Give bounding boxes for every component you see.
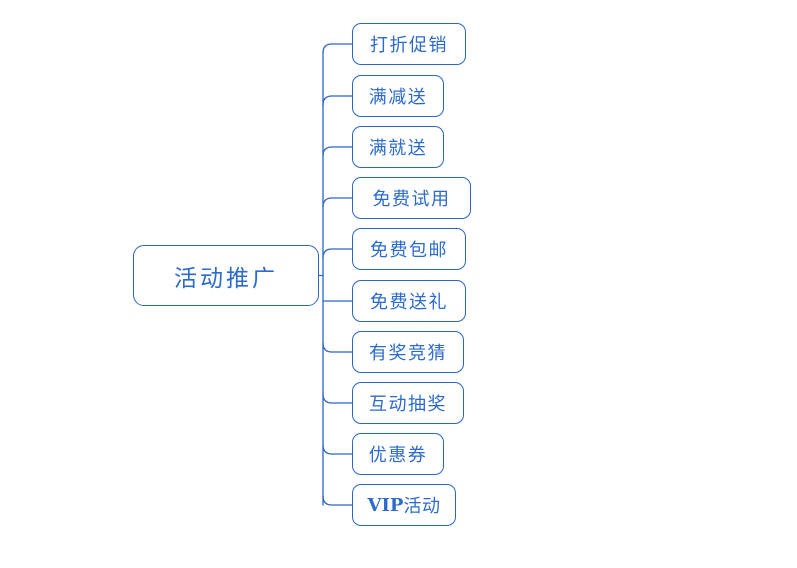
child-node-8-label: 互动抽奖	[369, 394, 447, 415]
child-node-4[interactable]: 免费试用	[352, 177, 471, 219]
child-node-1-label: 打折促销	[370, 35, 448, 56]
child-node-7[interactable]: 有奖竞猜	[352, 331, 464, 373]
connector-branch-5	[322, 248, 353, 259]
connector-branch-10	[322, 495, 353, 506]
child-node-10-label-cjk: 活动	[403, 496, 441, 517]
connector-branch-2	[322, 95, 353, 106]
child-node-3[interactable]: 满就送	[352, 126, 444, 168]
child-node-9-label: 优惠券	[368, 445, 428, 466]
child-node-3-label: 满就送	[368, 138, 428, 159]
child-node-10-label-latin: VIP	[367, 494, 404, 516]
child-node-8[interactable]: 互动抽奖	[352, 382, 464, 424]
connector-branch-9	[322, 444, 353, 455]
child-node-6-label: 免费送礼	[370, 292, 448, 313]
connector-branch-4	[322, 197, 353, 208]
root-node[interactable]: 活动推广	[133, 245, 319, 306]
connector-branch-8	[322, 393, 353, 404]
child-node-6[interactable]: 免费送礼	[352, 280, 466, 322]
connector-branch-3	[322, 146, 353, 157]
connector-branch-1	[322, 43, 353, 54]
child-node-5-label: 免费包邮	[370, 240, 448, 261]
child-node-2[interactable]: 满减送	[352, 75, 444, 117]
child-node-4-label: 免费试用	[372, 189, 451, 210]
child-node-2-label: 满减送	[368, 87, 428, 108]
child-node-1[interactable]: 打折促销	[352, 23, 466, 65]
child-node-9[interactable]: 优惠券	[352, 433, 444, 475]
child-node-5[interactable]: 免费包邮	[352, 228, 466, 270]
child-node-7-label: 有奖竞猜	[369, 343, 447, 364]
root-node-label: 活动推广	[174, 265, 278, 292]
connector-branch-7	[322, 342, 353, 353]
